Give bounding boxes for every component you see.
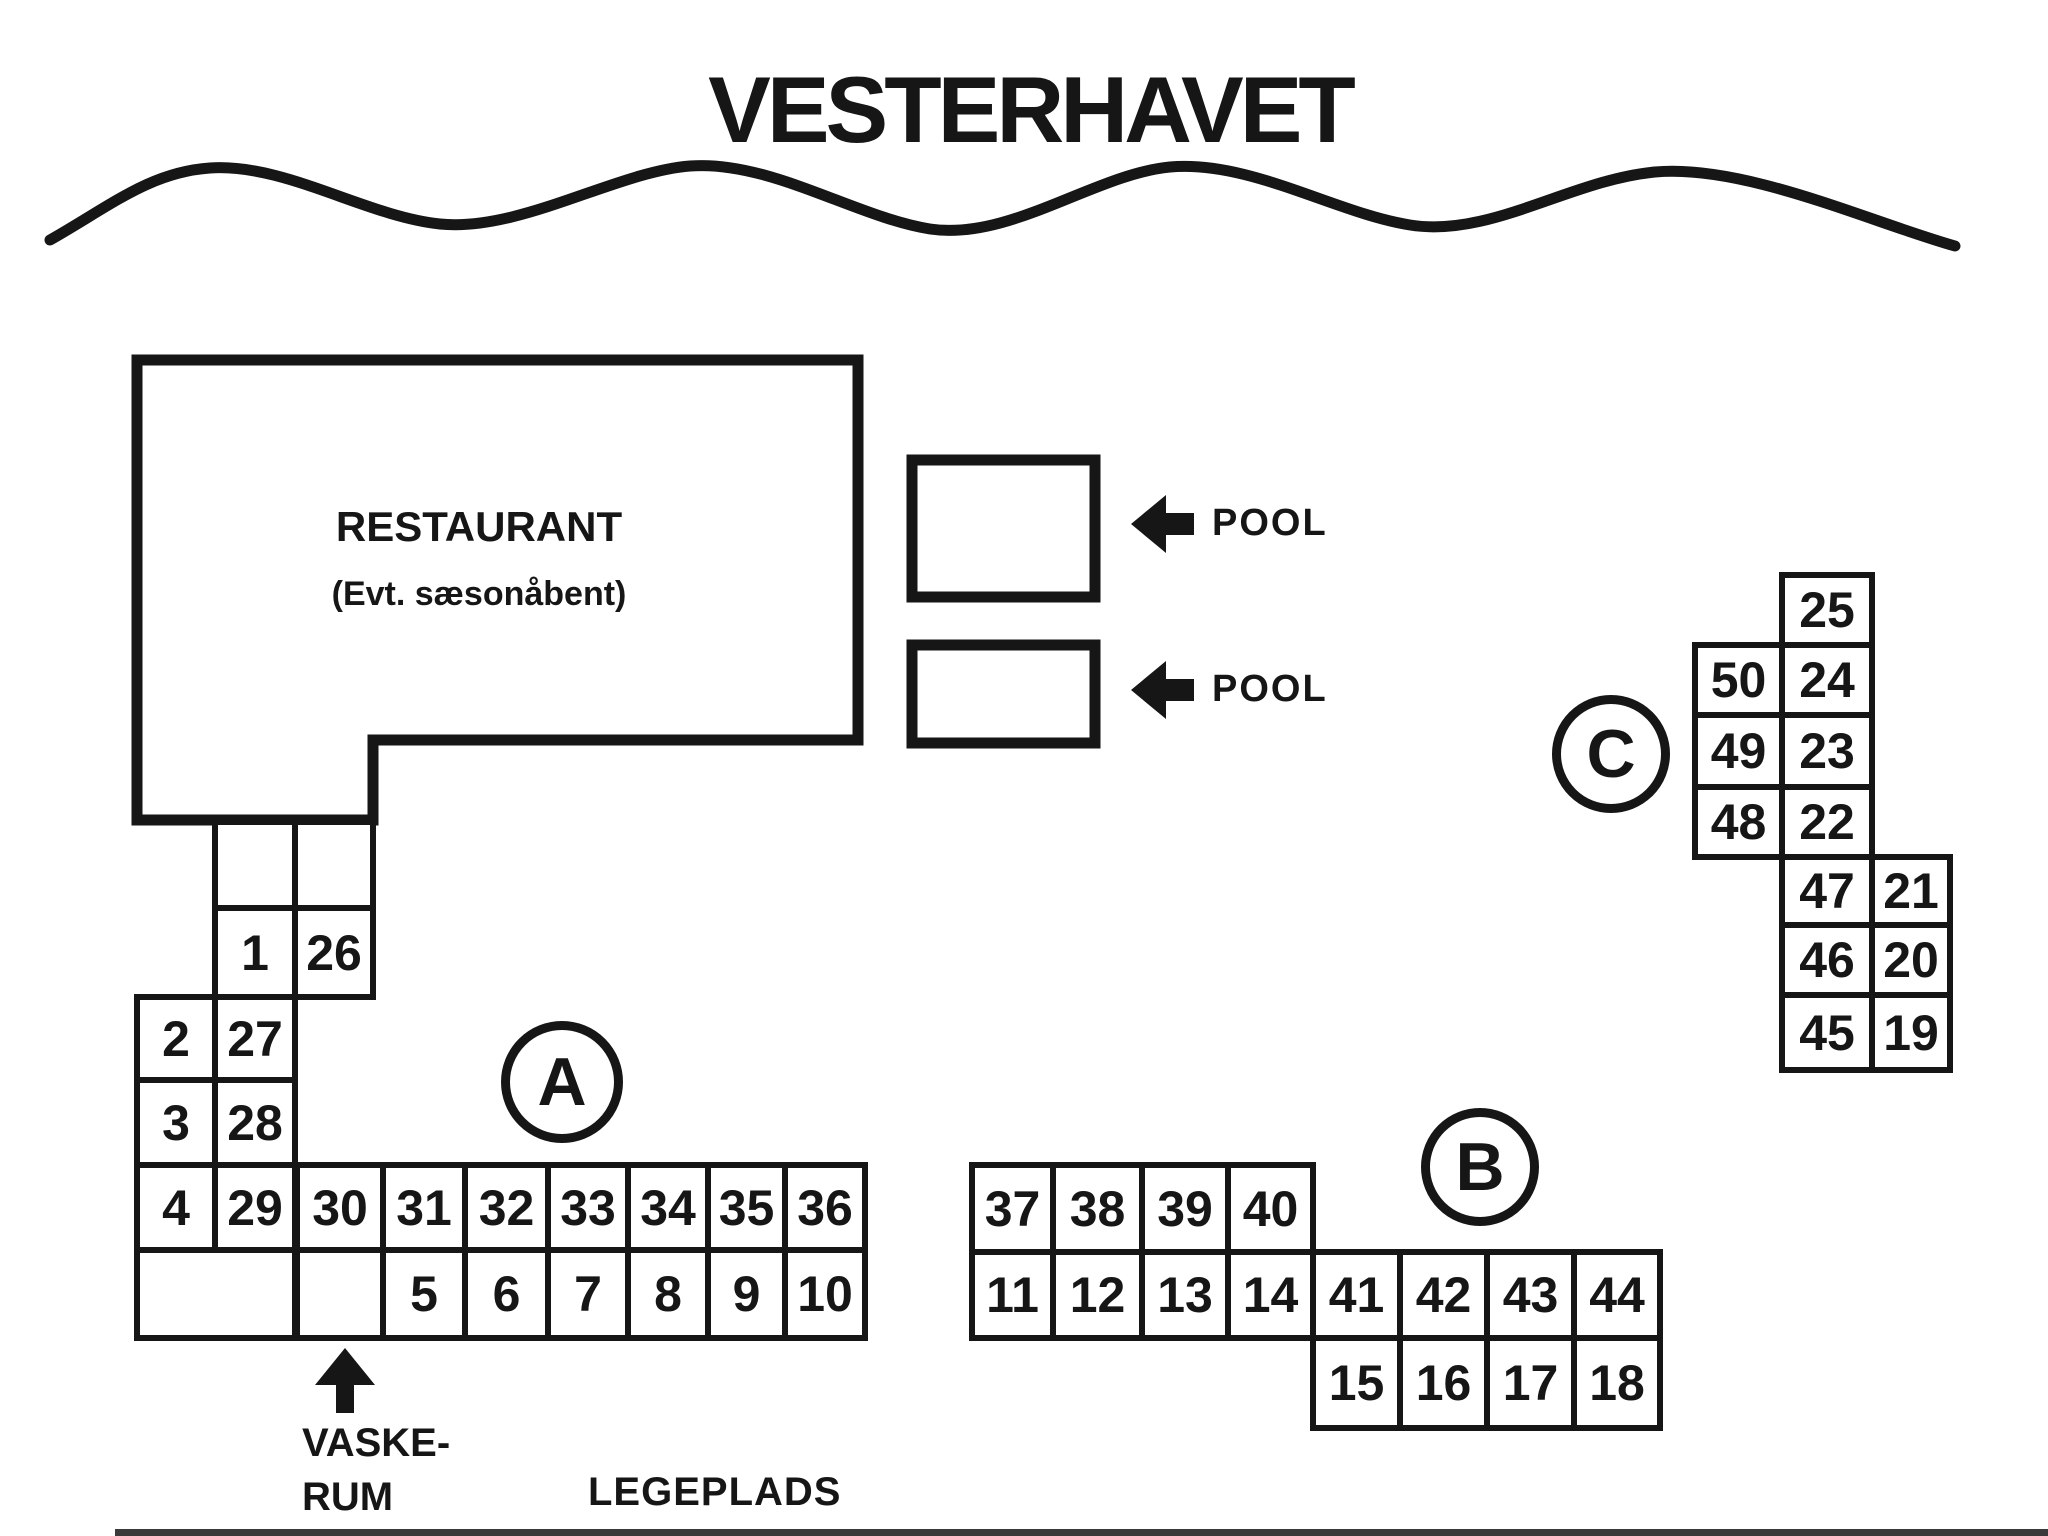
map-cell-15: 15 <box>1310 1335 1403 1431</box>
restaurant-label: RESTAURANT (Evt. sæsonåbent) <box>117 503 841 614</box>
map-cell-34: 34 <box>625 1162 711 1253</box>
map-cell-11: 11 <box>969 1249 1056 1341</box>
section-circle-c: C <box>1552 695 1670 813</box>
map-cell-18: 18 <box>1571 1335 1663 1431</box>
map-cell-20: 20 <box>1869 922 1953 998</box>
map-cell-19: 19 <box>1869 992 1953 1073</box>
pool-label: POOL <box>1212 668 1328 710</box>
section-circle-b: B <box>1421 1108 1539 1226</box>
map-cell-4: 4 <box>134 1162 218 1253</box>
map-cell-50: 50 <box>1692 642 1785 718</box>
map-cell-8: 8 <box>625 1247 711 1341</box>
map-cell-43: 43 <box>1484 1249 1577 1341</box>
map-cell-44: 44 <box>1571 1249 1663 1341</box>
map-cell-29: 29 <box>212 1162 298 1253</box>
map-cell-37: 37 <box>969 1162 1056 1255</box>
map-cell-3: 3 <box>134 1077 218 1168</box>
map-cell-39: 39 <box>1139 1162 1231 1255</box>
map-cell-10: 10 <box>782 1247 868 1341</box>
map-cell-2: 2 <box>134 994 218 1083</box>
restaurant-note: (Evt. sæsonåbent) <box>331 575 627 613</box>
map-cell-6: 6 <box>462 1247 551 1341</box>
map-cell-40: 40 <box>1225 1162 1316 1255</box>
map-cell-22: 22 <box>1779 784 1875 860</box>
map-cell-1: 1 <box>212 905 298 1000</box>
map-cell-46: 46 <box>1779 922 1875 998</box>
map-cell-33: 33 <box>545 1162 631 1253</box>
map-cell-26: 26 <box>292 905 376 1000</box>
map-cell-45: 45 <box>1779 992 1875 1073</box>
restaurant-name: RESTAURANT <box>335 503 623 550</box>
map-cell-31: 31 <box>380 1162 468 1253</box>
laundry-label-line1: VASKE- <box>302 1421 451 1465</box>
laundry-label: VASKE- RUM <box>302 1416 450 1524</box>
pool-1 <box>906 454 1101 603</box>
map-cell-30: 30 <box>294 1162 386 1253</box>
pool-2 <box>906 639 1101 749</box>
page-title: VESTERHAVET <box>708 57 1356 162</box>
pool-arrow-icon <box>1131 495 1194 553</box>
playground-label: LEGEPLADS <box>588 1470 842 1514</box>
map-cell-5: 5 <box>380 1247 468 1341</box>
bottom-edge-line <box>115 1529 2048 1536</box>
map-cell-36: 36 <box>782 1162 868 1253</box>
map-cell-25: 25 <box>1779 572 1875 648</box>
map-cell-23: 23 <box>1779 712 1875 790</box>
map-cell-14: 14 <box>1225 1249 1316 1341</box>
pool-label: POOL <box>1212 502 1328 544</box>
map-cell-47: 47 <box>1779 854 1875 928</box>
map-cell-12: 12 <box>1050 1249 1145 1341</box>
section-circle-a: A <box>501 1021 623 1143</box>
map-cell-13: 13 <box>1139 1249 1231 1341</box>
map-cell-17: 17 <box>1484 1335 1577 1431</box>
map-cell-35: 35 <box>705 1162 788 1253</box>
map-cell-32: 32 <box>462 1162 551 1253</box>
map-cell-41: 41 <box>1310 1249 1403 1341</box>
map-cell-21: 21 <box>1869 854 1953 928</box>
laundry-label-line2: RUM <box>302 1475 394 1519</box>
map-cell-48: 48 <box>1692 784 1785 860</box>
map-cell-49: 49 <box>1692 712 1785 790</box>
map-cell-24: 24 <box>1779 642 1875 718</box>
pool-arrow-icon <box>1131 661 1194 719</box>
map-cell-blank <box>212 819 298 911</box>
map-cell-42: 42 <box>1397 1249 1490 1341</box>
map-cell-7: 7 <box>545 1247 631 1341</box>
map-cell-blank <box>294 1247 386 1341</box>
restaurant-building <box>131 354 864 826</box>
map-cell-27: 27 <box>212 994 298 1083</box>
map-cell-38: 38 <box>1050 1162 1145 1255</box>
sea-wave-line <box>44 160 1961 252</box>
map-cell-blank <box>134 1247 298 1341</box>
map-cell-9: 9 <box>705 1247 788 1341</box>
laundry-arrow-icon <box>315 1348 375 1413</box>
map-cell-16: 16 <box>1397 1335 1490 1431</box>
map-cell-28: 28 <box>212 1077 298 1168</box>
map-cell-blank <box>292 819 376 911</box>
